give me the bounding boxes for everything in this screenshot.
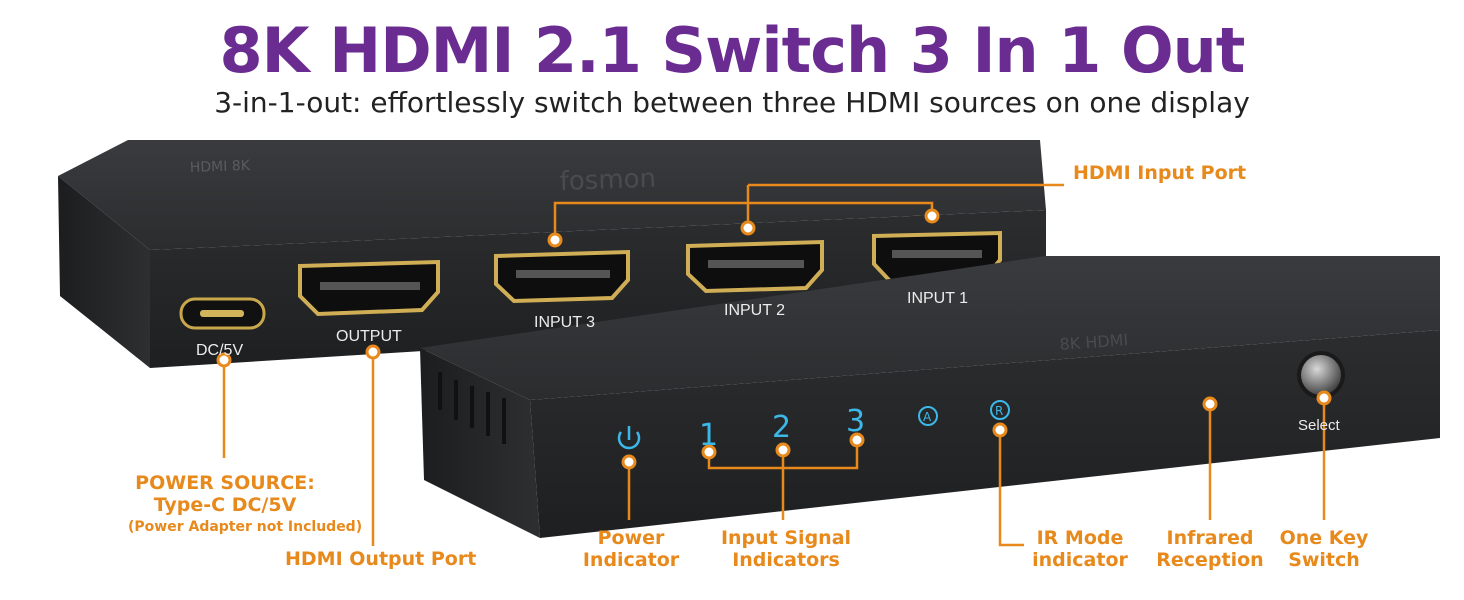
hdmi-output-port [298, 259, 440, 317]
svg-text:8K HDMI: 8K HDMI [1059, 330, 1129, 354]
power-indicator-icon [617, 426, 641, 450]
callout-power-source: POWER SOURCE: Type-C DC/5V (Power Adapte… [128, 472, 363, 538]
remote-mode-icon: R [990, 400, 1010, 420]
callout-one-key-line1: One Key [1279, 527, 1369, 549]
svg-text:R: R [995, 404, 1003, 418]
input-led-1: 1 [699, 418, 719, 453]
input-3-label: INPUT 3 [534, 314, 596, 331]
page-title: 8K HDMI 2.1 Switch 3 In 1 Out [219, 14, 1246, 87]
callout-infrared-line2: Reception [1156, 549, 1264, 571]
hdmi-input-3-port [494, 249, 630, 304]
select-label: Select [1298, 417, 1340, 434]
rear-unit: fosmon HDMI 8K [58, 140, 1046, 368]
callout-one-key-line2: Switch [1288, 549, 1360, 571]
input-2-label: INPUT 2 [724, 302, 786, 319]
callout-power-indicator-line2: Indicator [582, 549, 680, 571]
callout-ir-mode-line1: IR Mode [1036, 527, 1124, 549]
input-led-3: 3 [846, 404, 866, 439]
hdmi-input-2-port [686, 239, 824, 294]
dc-port-label: DC/5V [196, 342, 244, 359]
callout-lines [222, 183, 1326, 547]
svg-text:A: A [923, 410, 932, 424]
output-port-label: OUTPUT [336, 328, 402, 345]
callout-ir-mode-line2: indicator [1032, 549, 1128, 571]
callout-power-source-line2: Type-C DC/5V [153, 494, 297, 516]
callout-hdmi-input-port: HDMI Input Port [1073, 162, 1247, 184]
callout-infrared-line1: Infrared [1166, 527, 1254, 549]
front-unit: 8K HDMI A R [420, 256, 1440, 538]
svg-text:HDMI 8K: HDMI 8K [190, 158, 251, 176]
callout-power-source-line1: POWER SOURCE: [135, 472, 315, 494]
input-led-2: 2 [772, 410, 792, 445]
callout-dots [216, 208, 1332, 470]
callout-power-source-line3: (Power Adapter not Included) [128, 519, 363, 535]
auto-mode-icon: A [918, 406, 938, 426]
callout-input-signal-line1: Input Signal [720, 527, 852, 549]
input-1-label: INPUT 1 [907, 290, 969, 307]
callout-ir-mode: IR Mode indicator [1028, 527, 1132, 571]
page-subtitle: 3-in-1-out: effortlessly switch between … [214, 86, 1250, 119]
svg-text:fosmon: fosmon [559, 164, 656, 197]
callout-infrared: Infrared Reception [1152, 527, 1268, 571]
callout-input-signal: Input Signal Indicators [713, 527, 859, 571]
select-button [1297, 351, 1345, 399]
callout-input-signal-line2: Indicators [732, 549, 840, 571]
callout-hdmi-output-port: HDMI Output Port [285, 548, 477, 570]
callout-power-indicator-line1: Power [597, 527, 665, 549]
callout-one-key: One Key Switch [1276, 527, 1372, 571]
callout-power-indicator: Power Indicator [572, 527, 690, 571]
